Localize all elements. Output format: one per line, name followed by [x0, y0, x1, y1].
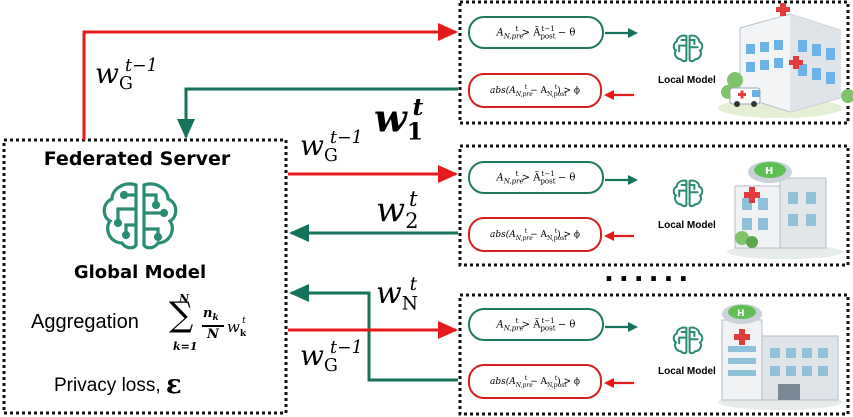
- sum-upper-limit: N: [179, 292, 190, 305]
- aggregation-label: Aggregation: [31, 311, 139, 333]
- aggregation-formula: N ∑ k=1 nk N wkt: [165, 292, 265, 356]
- client-1-internal-arrows: [604, 28, 638, 100]
- client-box-N: [458, 293, 850, 416]
- label-client-1-weights: w1t: [374, 93, 424, 146]
- fraction-denominator: N: [207, 327, 219, 342]
- client-2-internal-arrows: [604, 175, 638, 241]
- local-model-brain-icon-1: [672, 34, 704, 63]
- local-model-brain-icon-N: [672, 326, 704, 355]
- client-box-2: [458, 144, 850, 267]
- ambulance-icon: [729, 87, 761, 107]
- label-client-2-weights: w2t: [376, 186, 419, 234]
- client-2-drift-condition: abs(AN,pret − AN,postt) > ϕ: [468, 217, 602, 252]
- hospital-2-illustration: H: [727, 161, 843, 259]
- fraction-numerator: nk: [203, 306, 219, 323]
- weight-term: wkt: [227, 316, 247, 339]
- fraction-bar: [202, 325, 224, 327]
- federated-server-box: [2, 138, 288, 415]
- arrow-global-to-client-1: [82, 23, 458, 140]
- server-title: Federated Server: [43, 148, 231, 170]
- more-clients-ellipsis: ......: [604, 258, 694, 288]
- sum-symbol: ∑: [169, 295, 194, 335]
- client-2-local-model-label: Local Model: [658, 220, 716, 231]
- local-model-brain-icon-2: [672, 179, 704, 208]
- client-N-upload-condition: AN,pret > Ãpostt−1 − θ: [468, 308, 604, 341]
- label-global-weights-2: wGt−1: [300, 128, 363, 167]
- arrow-client-N-to-server: [289, 284, 458, 382]
- client-box-1: [458, 0, 850, 125]
- client-N-local-model-label: Local Model: [658, 366, 716, 377]
- hospital-N-illustration: H: [718, 304, 842, 410]
- client-N-drift-condition: abs(AN,pret − AN,postt) > ϕ: [468, 364, 602, 399]
- client-1-upload-condition: AN,pret > Ãpostt−1 − θ: [468, 16, 604, 49]
- arrow-client-1-to-server: [177, 87, 458, 139]
- label-global-weights-N: wGt−1: [300, 338, 363, 377]
- epsilon-symbol: ε: [165, 370, 182, 400]
- label-client-N-weights: wNt: [376, 274, 418, 315]
- client-1-drift-condition: abs(AN,pret − AN,postt) > ϕ: [468, 73, 602, 108]
- hospital-1-illustration: [718, 3, 853, 118]
- sum-lower-limit: k=1: [173, 340, 198, 353]
- label-global-weights-1: wGt−1: [95, 56, 158, 95]
- client-2-upload-condition: AN,pret > Ãpostt−1 − θ: [468, 161, 604, 194]
- svg-text:H: H: [765, 166, 773, 177]
- svg-text:H: H: [737, 309, 745, 319]
- client-N-internal-arrows: [604, 322, 638, 388]
- global-model-brain-icon: [102, 182, 178, 250]
- global-model-label: Global Model: [73, 262, 207, 283]
- privacy-loss-label: Privacy loss, ε: [54, 370, 182, 400]
- client-1-local-model-label: Local Model: [658, 75, 716, 86]
